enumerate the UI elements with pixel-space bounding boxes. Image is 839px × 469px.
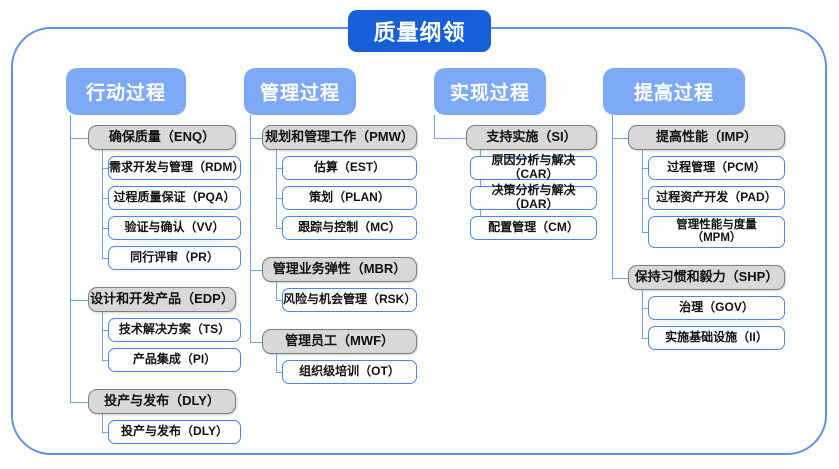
leaf-node-1-1-2[interactable]: 过程质量保证（PQA） [108,186,241,210]
trunk-column-4 [612,115,614,278]
connector-leaf-1-2-1 [102,330,108,332]
connector-leaf-1-3-1 [102,432,108,434]
leaf-node-1-3-1[interactable]: 投产与发布（DLY） [108,420,241,444]
connector-group-1-2 [70,299,88,301]
leaf-node-1-2-2[interactable]: 产品集成（PI） [108,348,241,372]
connector-group-4-1 [612,137,628,139]
connector-group-2-2 [250,269,262,271]
connector-group-4-2 [612,277,628,279]
connector-leaf-4-1-2 [642,198,648,200]
group-node-1-3[interactable]: 投产与发布（DLY） [88,389,236,414]
subtrunk-2-2 [276,282,278,300]
connector-leaf-2-2-1 [276,300,282,302]
leaf-node-4-1-2[interactable]: 过程资产开发（PAD） [648,186,785,210]
connector-leaf-4-1-1 [642,168,648,170]
leaf-node-1-2-1[interactable]: 技术解决方案（TS） [108,318,241,342]
connector-leaf-1-1-1 [102,168,108,170]
group-node-1-1[interactable]: 确保质量（ENQ） [88,125,236,150]
connector-leaf-2-1-2 [276,198,282,200]
subtrunk-1-1 [102,150,104,258]
group-node-4-1[interactable]: 提高性能（IMP） [628,125,785,150]
connector-group-3-1 [434,137,466,139]
trunk-column-1 [70,115,72,402]
connector-leaf-4-2-1 [642,308,648,310]
leaf-node-3-1-2[interactable]: 决策分析与解决（DAR） [470,183,597,211]
connector-group-2-1 [250,137,262,139]
leaf-node-2-2-1[interactable]: 风险与机会管理（RSK） [282,288,417,312]
connector-leaf-2-1-1 [276,168,282,170]
group-node-1-2[interactable]: 设计和开发产品（EDP） [88,287,236,312]
connector-leaf-1-1-2 [102,198,108,200]
trunk-column-3 [434,115,436,138]
connector-leaf-2-1-3 [276,228,282,230]
leaf-node-2-3-1[interactable]: 组织级培训（OT） [282,360,417,384]
leaf-node-1-1-3[interactable]: 验证与确认（VV） [108,216,241,240]
connector-group-2-3 [250,341,262,343]
leaf-node-4-2-2[interactable]: 实施基础设施（II） [648,326,785,350]
connector-leaf-1-2-2 [102,360,108,362]
leaf-node-1-1-1[interactable]: 需求开发与管理（RDM） [108,156,244,180]
column-header-1[interactable]: 行动过程 [66,68,186,115]
connector-leaf-1-1-3 [102,228,108,230]
leaf-node-4-1-3[interactable]: 管理性能与度量（MPM） [648,216,785,248]
group-node-3-1[interactable]: 支持实施（SI） [466,125,597,150]
group-node-4-2[interactable]: 保持习惯和毅力（SHP） [628,265,785,290]
leaf-node-2-1-1[interactable]: 估算（EST） [282,156,417,180]
leaf-node-4-2-1[interactable]: 治理（GOV） [648,296,785,320]
leaf-node-2-1-3[interactable]: 跟踪与控制（MC） [282,216,417,240]
leaf-node-4-1-1[interactable]: 过程管理（PCM） [648,156,785,180]
group-node-2-1[interactable]: 规划和管理工作（PMW） [262,125,417,150]
column-header-3[interactable]: 实现过程 [434,68,546,115]
group-node-2-3[interactable]: 管理员工（MWF） [262,329,417,354]
leaf-node-3-1-1[interactable]: 原因分析与解决（CAR） [470,153,597,181]
connector-group-1-3 [70,401,88,403]
subtrunk-2-1 [276,150,278,228]
connector-leaf-4-1-3 [642,232,648,234]
connector-group-1-1 [70,137,88,139]
connector-leaf-2-3-1 [276,372,282,374]
connector-leaf-4-2-2 [642,338,648,340]
subtrunk-2-3 [276,354,278,372]
subtrunk-4-1 [642,150,644,232]
subtrunk-1-2 [102,312,104,360]
subtrunk-1-3 [102,414,104,432]
trunk-column-2 [250,115,252,342]
leaf-node-3-1-3[interactable]: 配置管理（CM） [470,216,597,240]
subtrunk-4-2 [642,290,644,338]
column-header-4[interactable]: 提高过程 [603,68,745,115]
connector-leaf-1-1-4 [102,258,108,260]
group-node-2-2[interactable]: 管理业务弹性（MBR） [262,257,417,282]
leaf-node-1-1-4[interactable]: 同行评审（PR） [108,246,241,270]
diagram-title: 质量纲领 [348,10,491,52]
leaf-node-2-1-2[interactable]: 策划（PLAN） [282,186,417,210]
column-header-2[interactable]: 管理过程 [244,68,356,115]
